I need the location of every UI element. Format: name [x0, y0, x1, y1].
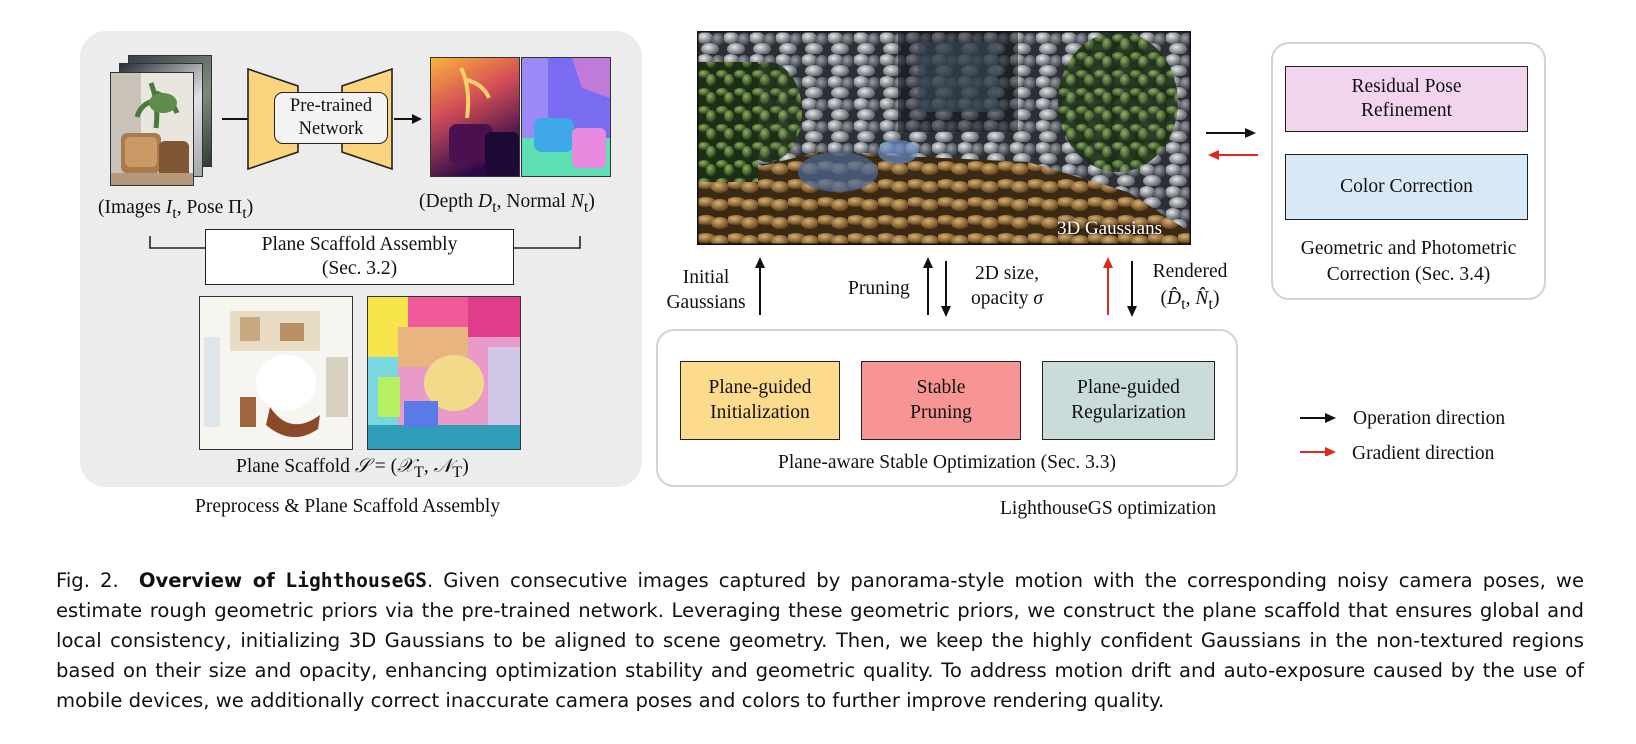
figure-number: Fig. 2. — [56, 569, 119, 592]
opacity-text: opacity — [971, 288, 1034, 309]
assembly-title: Plane Scaffold Assembly — [261, 233, 458, 255]
vertical-arrows — [755, 257, 1137, 317]
scaffold-equals: = ( — [369, 456, 398, 477]
scaffold-x-subscript: T — [413, 462, 424, 481]
pose-line2: Refinement — [1361, 100, 1452, 121]
depth-map — [430, 57, 520, 177]
size-line1: 2D size, — [975, 263, 1039, 284]
rendered-open-paren: ( — [1160, 288, 1168, 309]
scaffold-x-symbol: 𝒳 — [397, 456, 414, 477]
color-correction-box: Color Correction — [1285, 154, 1528, 220]
output-label: (Depth Dt, Normal Nt) — [419, 191, 595, 217]
scaffold-render — [199, 296, 353, 450]
scaffold-comma: , — [423, 456, 434, 477]
gaussians-render-label: 3D Gaussians — [1056, 218, 1162, 239]
scaffold-close-paren: ) — [462, 456, 469, 477]
network-line1: Pre-trained — [289, 95, 373, 116]
normal-symbol: N — [570, 191, 584, 212]
scaffold-label: Plane Scaffold 𝒮 = (𝒳T, 𝒩T) — [236, 455, 469, 482]
depth-hat-symbol: D̂ — [1167, 288, 1182, 309]
size-opacity-label: 2D size, opacity σ — [960, 261, 1054, 311]
rendered-close-paren: ) — [1212, 288, 1220, 309]
input-image-front — [110, 72, 194, 186]
normal-hat-subscript: t — [1208, 294, 1213, 313]
optimization-footer: LighthouseGS optimization — [1000, 498, 1217, 519]
rendered-line1: Rendered — [1152, 261, 1228, 282]
depth-text: (Depth — [419, 191, 479, 212]
image-subscript: t — [172, 203, 177, 222]
plane-scaffold-assembly-box: Plane Scaffold Assembly (Sec. 3.2) — [205, 229, 514, 285]
pose-text: , Pose Π — [176, 197, 243, 218]
scaffold-planes — [367, 296, 521, 450]
sigma-symbol: σ — [1033, 288, 1043, 309]
network-line2: Network — [298, 119, 364, 139]
pose-line1: Residual Pose — [1351, 75, 1462, 97]
network-arrows — [222, 114, 422, 124]
input-label-text: (Images — [98, 197, 166, 218]
figure-caption: Fig. 2. Overview of LighthouseGS. Given … — [56, 566, 1584, 716]
init-line1: Plane-guided — [708, 377, 812, 399]
normal-subscript: t — [583, 197, 589, 216]
depth-subscript: t — [492, 197, 497, 216]
caption-body: Given consecutive images captured by pan… — [56, 569, 1585, 712]
legend-operation: Operation direction — [1353, 408, 1506, 429]
pruning-line2: Pruning — [910, 401, 972, 423]
init-line2: Initialization — [710, 401, 810, 423]
image-symbol: I — [165, 197, 173, 218]
depth-hat-subscript: t — [1181, 294, 1186, 313]
legend-gradient: Gradient direction — [1352, 443, 1495, 464]
scaffold-text: Plane Scaffold — [236, 456, 355, 477]
output-close-paren: ) — [588, 191, 595, 212]
normal-text: , Normal — [496, 191, 571, 212]
assembly-section: (Sec. 3.2) — [321, 258, 398, 279]
gaussians-render: 3D Gaussians — [697, 31, 1191, 245]
reg-line1: Plane-guided — [1077, 377, 1180, 399]
initial-line2: Gaussians — [666, 292, 746, 313]
correction-line2: Correction (Sec. 3.4) — [1326, 264, 1491, 285]
pruning-line1: Stable — [916, 377, 966, 399]
pruning-label: Pruning — [848, 278, 910, 299]
initial-line1: Initial — [682, 267, 730, 288]
rendered-label: Rendered(D̂t, N̂t) — [1144, 258, 1236, 318]
caption-title-period: . — [426, 569, 434, 592]
scaffold-n-subscript: T — [452, 462, 463, 481]
optimization-panel-label: Plane-aware Stable Optimization (Sec. 3.… — [778, 452, 1116, 473]
living-room-photo — [111, 73, 193, 185]
preprocess-footer: Preprocess & Plane Scaffold Assembly — [195, 496, 501, 517]
caption-title-prefix: Overview of — [138, 569, 286, 592]
normal-map — [521, 57, 611, 177]
render-correction-arrows — [1206, 128, 1258, 160]
depth-symbol: D — [478, 191, 493, 212]
color-correction-label: Color Correction — [1340, 175, 1473, 197]
reg-line2: Regularization — [1071, 401, 1186, 423]
scaffold-symbol: 𝒮 — [354, 456, 370, 477]
legend-arrows — [1300, 413, 1336, 456]
rendered-comma: , — [1185, 288, 1196, 309]
normal-hat-symbol: N̂ — [1195, 288, 1209, 309]
input-close-paren: ) — [246, 197, 254, 218]
pose-subscript: t — [242, 203, 247, 222]
correction-line1: Geometric and Photometric — [1300, 238, 1517, 259]
caption-title-method: LighthouseGS — [285, 569, 427, 592]
assembly-bracket — [149, 236, 581, 249]
scaffold-n-symbol: 𝒩 — [433, 456, 453, 477]
input-label: (Images It, Pose Πt) — [98, 197, 253, 223]
